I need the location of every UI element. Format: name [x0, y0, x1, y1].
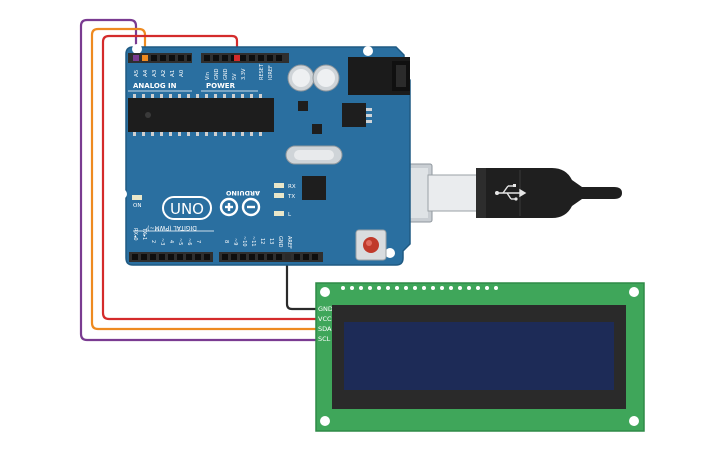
pin-label-gnd-1: GND [214, 68, 220, 80]
pin-label-d4: 4 [168, 240, 174, 243]
lcd-pin-sda: SDA [318, 325, 332, 333]
lcd-header-pads [341, 286, 498, 290]
pin-label-d12: 12 [259, 238, 265, 244]
wires [79, 18, 316, 342]
led-label-l: L [288, 212, 292, 218]
reset-button[interactable] [355, 229, 387, 261]
lcd-i2c-module[interactable]: GND VCC SDA SCL [315, 282, 645, 432]
atmega-chip [128, 94, 274, 136]
pin-label-d9: ~9 [232, 238, 238, 245]
analog-in-title: ANALOG IN [133, 82, 177, 90]
on-label: ON [133, 203, 141, 209]
pin-label-d5: ~5 [177, 238, 183, 245]
digital-header-left[interactable] [129, 252, 213, 262]
led-label-tx: TX [287, 194, 295, 200]
wire-vcc[interactable] [101, 34, 316, 321]
pin-label-a0: A0 [179, 69, 185, 77]
pin-label-5v: 5V [232, 73, 238, 80]
pin-label-a3: A3 [152, 69, 158, 77]
pin-label-vin: Vin [205, 72, 211, 80]
pin-label-d6: ~6 [186, 238, 192, 245]
power-header[interactable] [201, 53, 289, 63]
small-components [298, 101, 372, 200]
usb-icon [495, 184, 527, 201]
pin-label-d13: 13 [268, 238, 274, 244]
lcd-mounting-holes [320, 287, 639, 426]
pin-label-a1: A1 [170, 70, 176, 77]
crystal-oscillator [285, 145, 343, 165]
pin-label-3v3: 3.3V [241, 68, 247, 80]
pin-label-reset: RESET [259, 63, 265, 80]
lcd-pin-scl: SCL [318, 335, 331, 343]
digital-pin-labels: RX◂0 TX▸1 2 ~3 4 ~5 ~6 7 8 ~9 ~10 ~11 12… [132, 227, 292, 249]
digital-header-right[interactable] [219, 252, 323, 262]
uno-logo: UNO [162, 196, 212, 220]
lcd-screen [344, 322, 614, 390]
pin-label-ioref: IOREF [268, 65, 274, 80]
pin-label-d11: ~11 [250, 236, 256, 247]
mounting-holes [117, 44, 395, 258]
pin-label-gnd-digital: GND [277, 236, 283, 248]
led-label-rx: RX [288, 184, 296, 190]
pin-label-d3: ~3 [159, 238, 165, 245]
infinity-plus-minus-logo-icon [219, 197, 261, 217]
pin-label-d7: 7 [195, 240, 201, 243]
pin-label-a4: A4 [143, 69, 149, 77]
pin-label-d10: ~10 [241, 236, 247, 247]
brand-text: ARDUINO [225, 189, 260, 197]
lcd-pin-gnd: GND [318, 305, 333, 313]
lcd-pin-labels: GND VCC SDA SCL [318, 305, 333, 343]
pin-label-d1: TX▸1 [141, 227, 147, 240]
wire-gnd[interactable] [285, 259, 316, 311]
wire-endpoints [133, 55, 291, 260]
analog-pin-labels: A5 A4 A3 A2 A1 A0 [134, 69, 185, 77]
capacitors [287, 64, 340, 92]
power-title: POWER [206, 82, 236, 90]
pin-label-a2: A2 [161, 70, 167, 77]
arduino-uno-board[interactable]: A5 A4 A3 A2 A1 A0 Vin GND GND 5V 3.3V RE… [117, 44, 411, 266]
power-pin-labels: Vin GND GND 5V 3.3V RESET IOREF [205, 63, 274, 80]
pin-label-d2: 2 [150, 240, 156, 243]
pin-label-aref: AREF [286, 236, 292, 249]
pin-label-d0: RX◂0 [132, 228, 138, 241]
wire-scl[interactable] [79, 18, 316, 342]
digital-title: DIGITAL (PWM~) [147, 224, 197, 231]
status-leds: RX TX L ON [132, 183, 296, 218]
logo-uno-text: UNO [170, 200, 204, 218]
pin-label-gnd-2: GND [223, 68, 229, 80]
wire-sda[interactable] [90, 27, 316, 331]
pin-label-d8: 8 [223, 240, 229, 243]
pin-label-a5: A5 [134, 69, 140, 77]
dc-power-jack[interactable] [348, 57, 410, 95]
lcd-pin-vcc: VCC [318, 315, 332, 323]
